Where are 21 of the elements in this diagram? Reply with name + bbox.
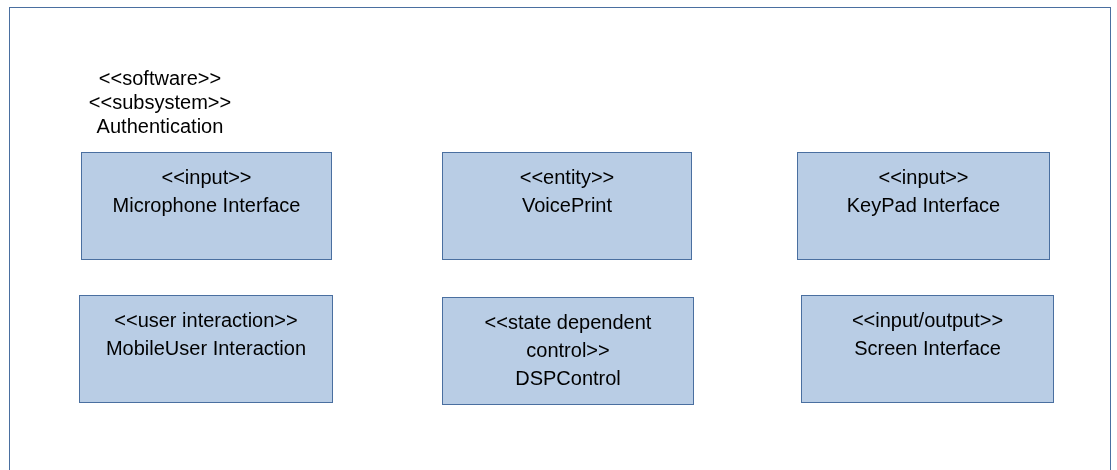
stereotype-label: <<user interaction>> xyxy=(113,308,299,333)
class-name: Microphone Interface xyxy=(111,193,302,218)
class-name: VoicePrint xyxy=(520,193,614,218)
class-box xyxy=(442,297,694,405)
subsystem-title: Authentication xyxy=(95,114,225,138)
class-box xyxy=(79,295,333,403)
subsystem-frame xyxy=(9,7,1111,470)
stereotype-label: <<entity>> xyxy=(518,165,616,190)
class-name: KeyPad Interface xyxy=(845,193,1002,218)
class-box xyxy=(81,152,332,260)
stereotype-label: <<state dependent control>> xyxy=(483,310,653,363)
stereotype-label: <<input>> xyxy=(877,165,970,190)
class-box xyxy=(801,295,1054,403)
subsystem-title: <<software>> <<subsystem>> xyxy=(87,66,233,114)
stereotype-label: <<input>> xyxy=(160,165,253,190)
class-box xyxy=(442,152,692,260)
stereotype-label: <<input/output>> xyxy=(850,308,1005,333)
class-box xyxy=(797,152,1050,260)
class-name: Screen Interface xyxy=(853,336,1002,361)
class-name: DSPControl xyxy=(514,366,622,391)
class-name: MobileUser Interaction xyxy=(104,336,308,361)
